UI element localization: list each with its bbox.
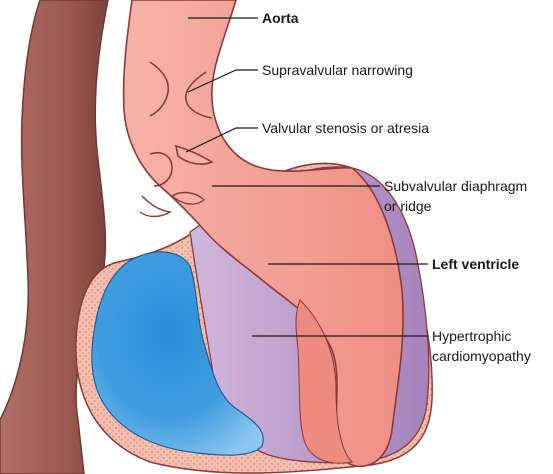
subvalvular-ridge-left — [140, 196, 170, 217]
label-hcm-line2: cardiomyopathy — [432, 348, 531, 364]
label-hcm-line1: Hypertrophic — [432, 328, 511, 344]
label-left-ventricle: Left ventricle — [432, 256, 519, 272]
label-valvular: Valvular stenosis or atresia — [262, 120, 429, 136]
label-subvalvular-line1: Subvalvular diaphragm — [384, 178, 527, 194]
label-supravalvular: Supravalvular narrowing — [262, 62, 413, 78]
label-aorta: Aorta — [262, 10, 299, 26]
label-subvalvular-line2: or ridge — [384, 198, 432, 214]
